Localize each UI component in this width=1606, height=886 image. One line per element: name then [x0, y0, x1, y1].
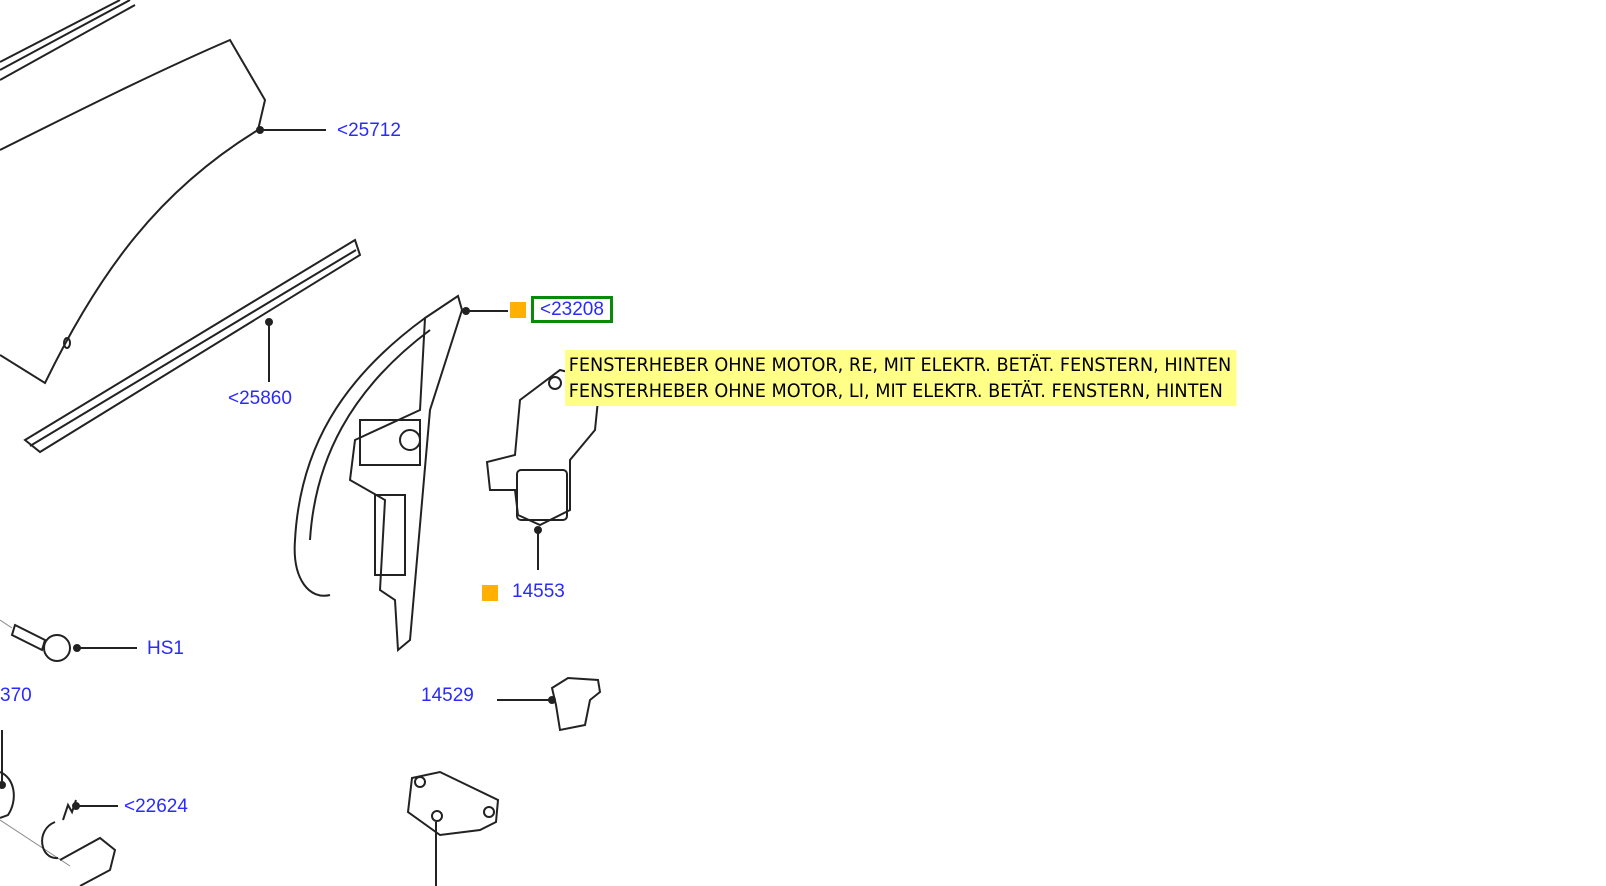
- window-regulator-part[interactable]: [293, 294, 508, 653]
- lock-part[interactable]: [0, 730, 117, 886]
- window-switch-part[interactable]: [497, 676, 602, 732]
- callout-hs1[interactable]: HS1: [147, 638, 184, 659]
- callout-25860[interactable]: <25860: [228, 388, 292, 409]
- tooltip-line: FENSTERHEBER OHNE MOTOR, RE, MIT ELEKTR.…: [568, 354, 1232, 376]
- marker-icon: [510, 302, 526, 318]
- part-description-tooltip: FENSTERHEBER OHNE MOTOR, RE, MIT ELEKTR.…: [565, 350, 1237, 406]
- callout-370[interactable]: 370: [0, 685, 32, 706]
- control-module-part[interactable]: [406, 770, 500, 886]
- callout-14529[interactable]: 14529: [421, 685, 474, 706]
- belt-weatherstrip-part[interactable]: [23, 238, 362, 454]
- callout-22624[interactable]: <22624: [124, 796, 188, 817]
- tooltip-line: FENSTERHEBER OHNE MOTOR, LI, MIT ELEKTR.…: [568, 380, 1223, 402]
- door-glass-part[interactable]: [0, 38, 326, 385]
- clip-part[interactable]: [41, 799, 118, 860]
- callout-25712[interactable]: <25712: [337, 120, 401, 141]
- window-run-channel: [0, 0, 136, 81]
- screw-part[interactable]: [0, 619, 137, 662]
- callout-14553[interactable]: 14553: [512, 581, 565, 602]
- marker-icon: [482, 585, 498, 601]
- callout-23208-selected[interactable]: <23208: [531, 296, 613, 323]
